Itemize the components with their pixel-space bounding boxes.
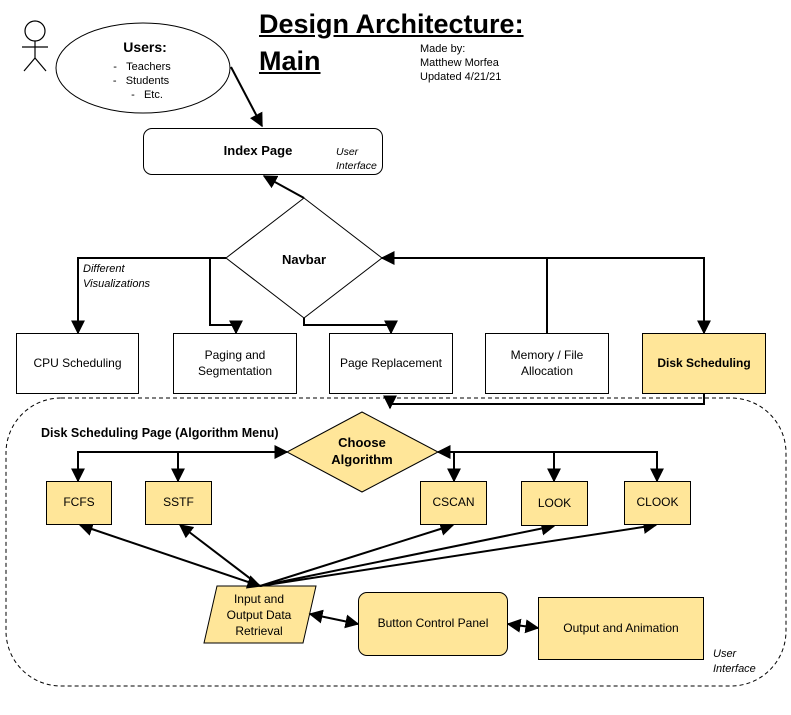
algorithm-fcfs: FCFS (46, 481, 112, 525)
users-ellipse (55, 22, 231, 114)
users-item: Teachers (126, 60, 171, 73)
credit-block: Made by: Matthew Morfea Updated 4/21/21 (420, 42, 501, 84)
nav-item-label: Page Replacement (339, 355, 443, 370)
arrow-choose-fcfs (71, 445, 289, 483)
arrow-disk-region (383, 393, 705, 410)
arrow-io-look (259, 521, 556, 587)
choose-algorithm-label: Choose Algorithm (331, 435, 393, 467)
algorithm-label: CSCAN (432, 495, 475, 510)
arrow-buttons-output (506, 618, 540, 634)
arrow-users-index (230, 66, 263, 128)
arrow-index-navbar (262, 175, 305, 199)
index-page-label: Index Page (223, 143, 293, 159)
page-title-line1: Design Architecture: (259, 9, 524, 39)
nav-item-label: CPU Scheduling (33, 355, 122, 370)
users-item: Students (125, 74, 170, 87)
arrow-choose-cscan (436, 445, 664, 483)
algorithm-label: CLOOK (636, 495, 679, 510)
nav-cpu-scheduling: CPU Scheduling (16, 333, 139, 394)
arrow-navbar-paging (209, 258, 243, 335)
disk-page-region (5, 397, 787, 687)
button-panel-label: Button Control Panel (377, 616, 489, 631)
choose-algorithm-diamond (285, 411, 440, 493)
nav-item-label: Paging and Segmentation (197, 347, 273, 378)
users-item: Etc. (143, 88, 163, 101)
credit-line1: Made by: (420, 43, 466, 55)
user-stick-figure-icon (22, 20, 48, 72)
arrow-navbar-replacement (303, 318, 398, 335)
users-title: Users: (123, 39, 167, 55)
disk-ui-note: User Interface (713, 648, 756, 675)
different-visualizations-note: Different Visualizations (83, 263, 151, 290)
algorithm-look: LOOK (521, 481, 588, 526)
users-text: Users: - Teachers - Students - Etc. (100, 38, 190, 102)
arrow-io-sstf (178, 524, 261, 587)
navbar-label: Navbar (281, 252, 327, 267)
arrow-navbar-cpu (71, 257, 226, 335)
nav-disk-scheduling: Disk Scheduling (642, 333, 766, 394)
algorithm-label: FCFS (63, 495, 95, 510)
arrow-io-fcfs (78, 522, 262, 589)
algorithm-sstf: SSTF (145, 481, 212, 525)
disk-page-label: Disk Scheduling Page (Algorithm Menu) (41, 426, 279, 440)
arrow-io-buttons (308, 609, 360, 629)
page-title: Design Architecture: Main (259, 6, 524, 80)
button-control-panel: Button Control Panel (358, 592, 508, 656)
algorithm-label: SSTF (163, 495, 194, 510)
algorithm-clook: CLOOK (624, 481, 691, 525)
index-page-box: Index Page (143, 128, 383, 175)
algorithm-cscan: CSCAN (420, 481, 487, 525)
credit-line3: Updated 4/21/21 (420, 71, 502, 83)
arrow-io-cscan (259, 522, 455, 587)
credit-line2: Matthew Morfea (420, 57, 499, 69)
io-data-label: Input and Output Data Retrieval (226, 592, 292, 638)
nav-memory-file-allocation: Memory / File Allocation (485, 333, 609, 394)
nav-item-label: Disk Scheduling (657, 355, 751, 370)
nav-page-replacement: Page Replacement (329, 333, 453, 394)
arrow-io-clook (259, 519, 658, 587)
algorithm-label: LOOK (537, 495, 572, 510)
page-title-line2: Main (259, 46, 321, 76)
arrow-navbar-disk (380, 251, 711, 335)
output-label: Output and Animation (563, 620, 679, 635)
index-ui-note: User Interface (336, 146, 377, 173)
users-list: - Teachers - Students - Etc. (112, 60, 171, 101)
nav-item-label: Memory / File Allocation (510, 347, 584, 378)
io-parallelogram (203, 585, 317, 644)
nav-paging-segmentation: Paging and Segmentation (173, 333, 297, 394)
output-animation: Output and Animation (538, 597, 704, 660)
